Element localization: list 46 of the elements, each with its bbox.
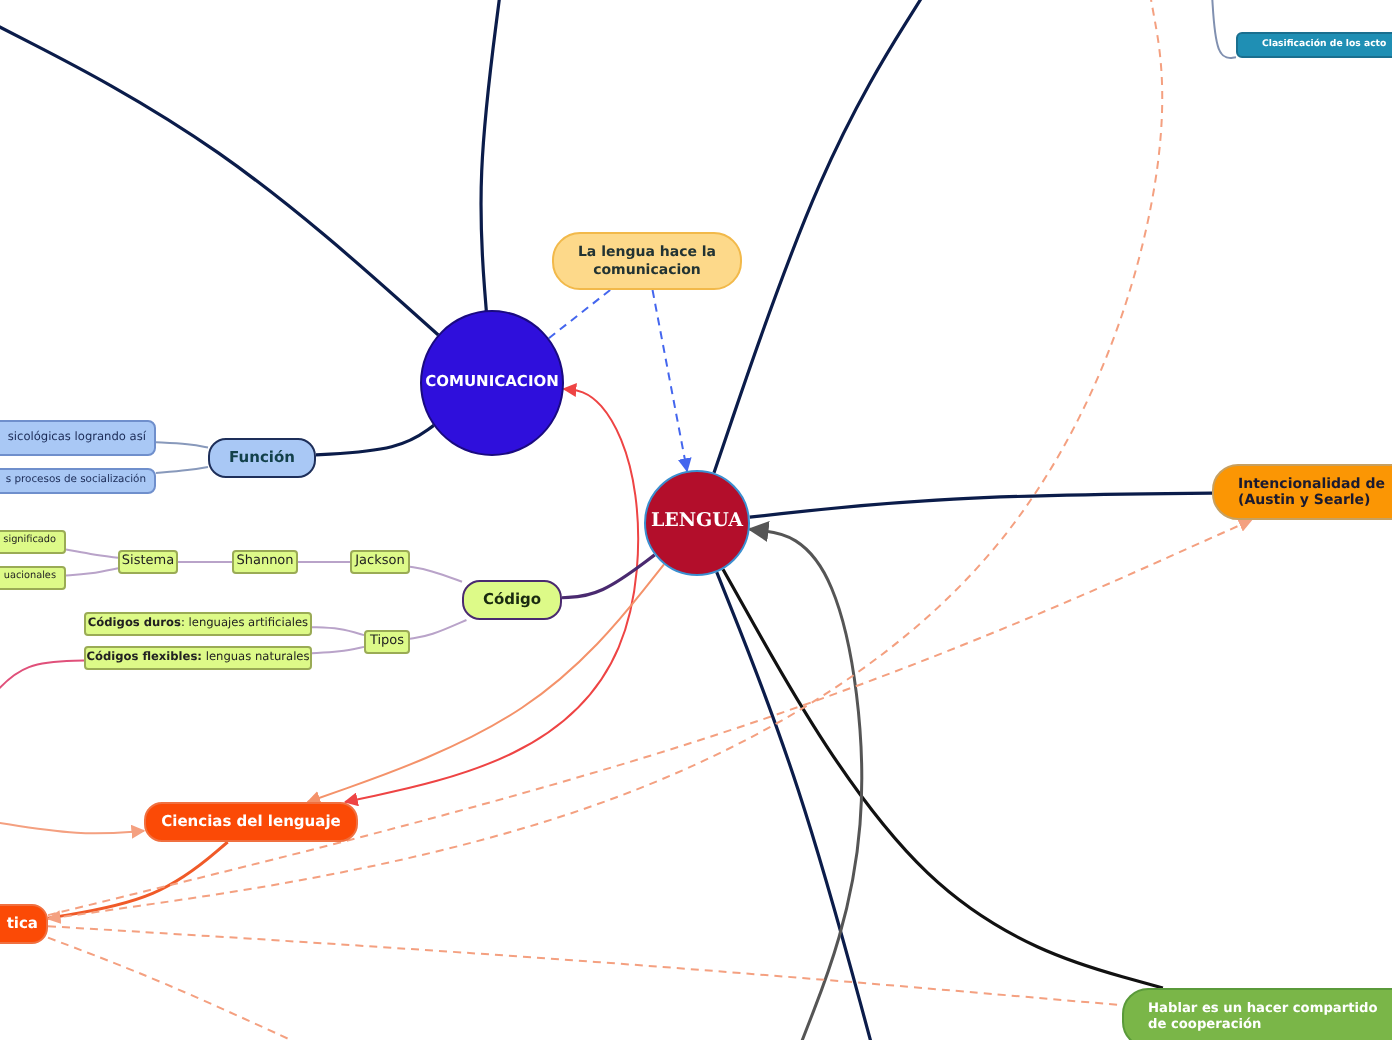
connector-line	[311, 645, 365, 655]
connector-line	[65, 548, 119, 559]
topic-box	[1122, 988, 1392, 1040]
connector-line	[343, 383, 640, 807]
connector-line	[155, 466, 209, 475]
connector-line	[155, 441, 209, 449]
connector-line	[547, 289, 612, 340]
connector-line	[65, 567, 119, 577]
central-topic-circle	[644, 470, 750, 576]
connector-line	[479, 0, 502, 312]
topic-box	[208, 438, 316, 478]
connector-line	[747, 521, 864, 1040]
connector-line	[0, 22, 440, 337]
connector-line	[0, 659, 85, 695]
callout-box	[552, 232, 742, 290]
connector-line	[297, 561, 351, 563]
connector-line	[0, 821, 146, 839]
connector-line	[715, 571, 874, 1040]
connector-line	[306, 563, 665, 805]
subtopic-box	[84, 646, 312, 670]
connector-line	[311, 626, 365, 637]
connector-line	[409, 565, 463, 583]
connector-line	[561, 553, 656, 600]
connector-line	[721, 568, 1164, 990]
connector-line	[651, 289, 692, 473]
connector-line	[46, 0, 1164, 924]
subtopic-box	[0, 566, 66, 590]
subtopic-box	[0, 530, 66, 554]
subtopic-box	[84, 612, 312, 636]
subtopic-box	[0, 468, 156, 494]
subtopic-box	[350, 550, 410, 574]
connector-line	[315, 424, 435, 457]
connector-line	[47, 518, 1253, 917]
connector-line	[712, 0, 926, 474]
topic-box	[144, 802, 358, 842]
subtopic-box	[1236, 32, 1392, 58]
node-label: LENGUA	[650, 512, 744, 534]
topic-box	[462, 580, 562, 620]
subtopic-box	[364, 630, 410, 654]
connector-line	[47, 840, 229, 920]
connector-line	[409, 619, 468, 640]
connector-line	[47, 925, 1123, 1007]
topic-box	[1212, 464, 1392, 520]
connector-line	[749, 491, 1212, 519]
connector-line	[177, 561, 233, 563]
subtopic-box	[0, 420, 156, 456]
